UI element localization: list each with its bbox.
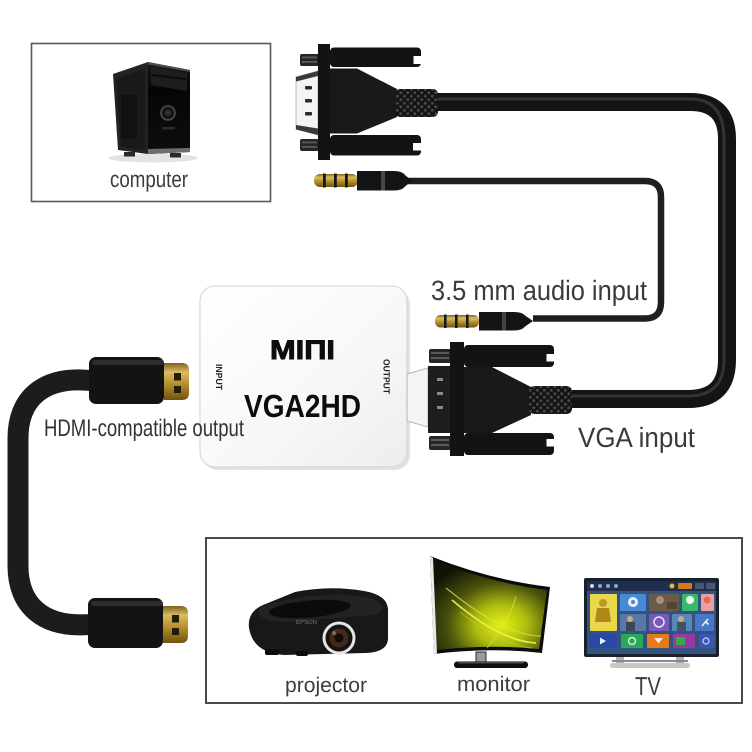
- svg-text:OUTPUT: OUTPUT: [382, 359, 392, 394]
- svg-text:computer: computer: [110, 166, 188, 192]
- svg-text:VGA input: VGA input: [578, 422, 695, 453]
- svg-text:HDMI-compatible output: HDMI-compatible output: [44, 415, 244, 442]
- svg-text:monitor: monitor: [457, 673, 530, 696]
- svg-text:TV: TV: [635, 671, 662, 701]
- svg-text:INPUT: INPUT: [214, 364, 224, 390]
- svg-text:projector: projector: [285, 674, 367, 697]
- svg-text:3.5 mm audio input: 3.5 mm audio input: [431, 275, 647, 306]
- svg-text:MIΠI: MIΠI: [270, 335, 335, 365]
- svg-text:EPSON: EPSON: [296, 619, 317, 626]
- svg-text:VGA2HD: VGA2HD: [244, 388, 361, 424]
